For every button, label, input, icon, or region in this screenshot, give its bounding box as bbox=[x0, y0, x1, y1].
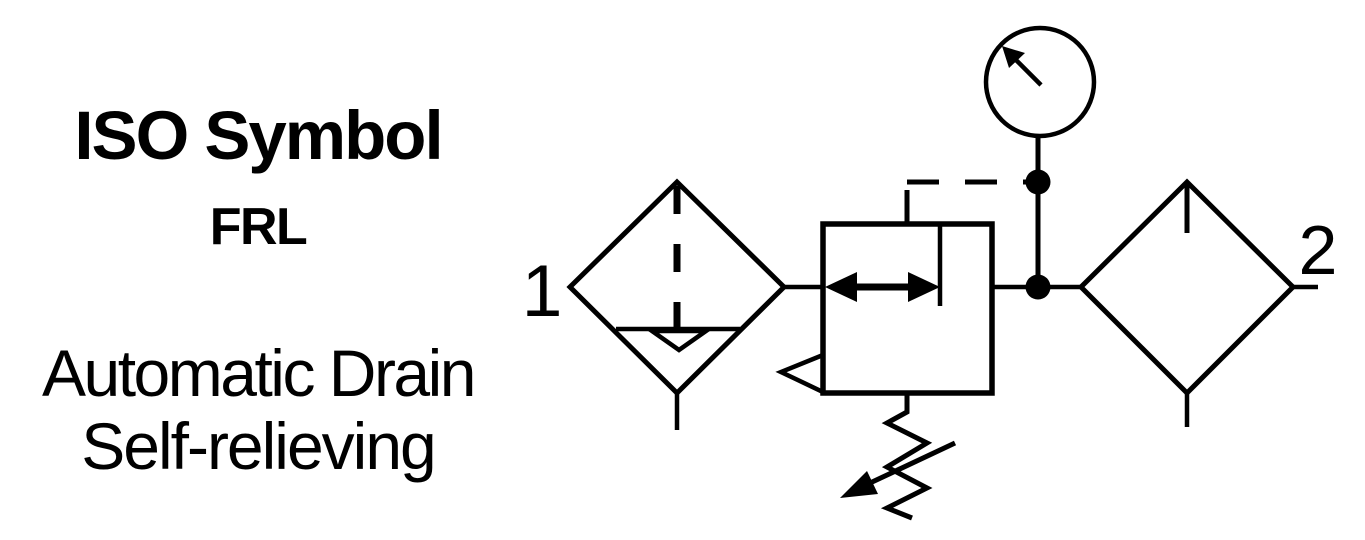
automatic-drain-indicator-triangle bbox=[644, 328, 714, 353]
port-1-label: 1 bbox=[522, 251, 563, 332]
adjustment-arrow-shaft bbox=[868, 440, 957, 486]
regulator-flow-arrowhead-right bbox=[908, 272, 940, 302]
pressure-regulator-self-relieving-icon bbox=[775, 190, 995, 521]
relief-vent-triangle bbox=[775, 351, 826, 396]
port-2-label: 2 bbox=[1299, 211, 1338, 289]
adjustment-spring bbox=[880, 393, 933, 521]
regulator-body-box bbox=[820, 221, 995, 396]
gauge-needle-shaft bbox=[1014, 58, 1043, 87]
filter-with-automatic-drain-icon bbox=[566, 178, 788, 430]
figure-title: ISO Symbol bbox=[74, 97, 443, 174]
caption-line-1: Automatic Drain bbox=[41, 336, 477, 410]
lubricator-icon bbox=[1077, 178, 1297, 427]
pressure-gauge-icon bbox=[983, 25, 1097, 300]
junction-dot-upper bbox=[1025, 169, 1051, 195]
gauge-needle-arrowhead bbox=[1002, 46, 1025, 68]
junction-dot-lower bbox=[1025, 274, 1051, 300]
regulator-flow-arrowhead-left bbox=[825, 272, 857, 302]
figure-subtitle: FRL bbox=[209, 198, 308, 256]
adjustment-arrowhead bbox=[840, 471, 878, 498]
caption-line-2: Self-relieving bbox=[81, 409, 437, 483]
